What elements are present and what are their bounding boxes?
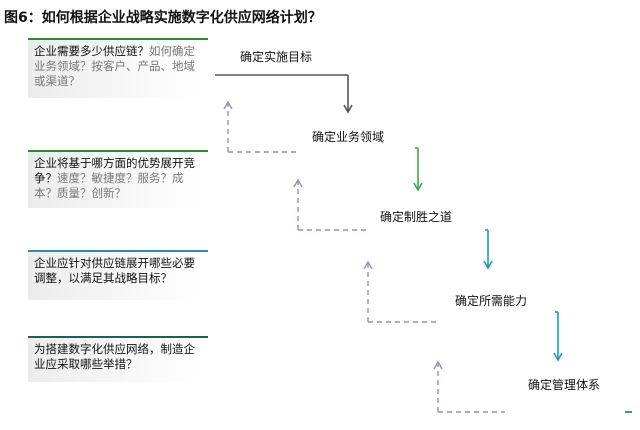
question-text: 为搭建数字化供应网络，制造企业应采取哪些举措？	[34, 342, 195, 371]
step-label: 确定制胜之道	[380, 210, 453, 224]
question-box: 为搭建数字化供应网络，制造企业应采取哪些举措？	[28, 336, 208, 382]
question-accent-bar	[28, 336, 208, 338]
arrow-down-icon	[553, 352, 563, 362]
arrow-up-icon	[363, 260, 373, 270]
arrow-up-icon	[293, 178, 303, 188]
arrow-down-icon	[483, 260, 493, 270]
question-text: 企业需要多少供应链？	[34, 44, 149, 58]
step-label: 确定实施目标	[240, 50, 313, 64]
question-box: 企业需要多少供应链？如何确定业务领域？按客户、产品、地域或渠道？	[28, 38, 208, 98]
question-text: 企业应针对供应链展开哪些必要调整，以满足其战略目标？	[34, 256, 195, 285]
step-label: 确定业务领域	[312, 130, 385, 144]
question-accent-bar	[28, 250, 208, 252]
arrow-up-icon	[433, 360, 443, 370]
step-label: 确定管理体系	[528, 378, 601, 392]
question-accent-bar	[28, 150, 208, 152]
arrow-down-icon	[413, 182, 423, 192]
arrow-up-icon	[223, 100, 233, 110]
arrow-down-icon	[343, 104, 353, 114]
question-box: 企业应针对供应链展开哪些必要调整，以满足其战略目标？	[28, 250, 208, 300]
page-title: 图6：如何根据企业战略实施数字化供应网络计划？	[4, 10, 322, 26]
question-subtext: 如何确定业务领域？按客户、产品、地域或渠道？	[34, 44, 195, 88]
question-accent-bar	[28, 38, 208, 40]
question-box: 企业将基于哪方面的优势展开竞争？速度？敏捷度？服务？成本？质量？创新？	[28, 150, 208, 208]
step-label: 确定所需能力	[455, 294, 528, 308]
question-text: 企业将基于哪方面的优势展开竞争？	[34, 156, 195, 185]
question-subtext: 速度？敏捷度？服务？成本？质量？创新？	[34, 171, 184, 200]
